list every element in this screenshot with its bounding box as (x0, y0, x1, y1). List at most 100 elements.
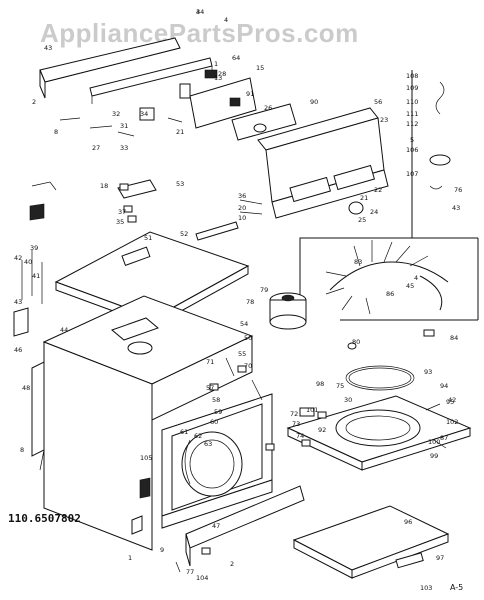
callout-number: 18 (100, 182, 108, 190)
callout-number: 74 (296, 432, 304, 440)
drum-base-assembly (286, 365, 472, 471)
callout-number: 21 (176, 128, 184, 136)
callout-number: 24 (370, 208, 378, 216)
callout-number: 42 (448, 396, 456, 404)
callout-number: 43 (44, 44, 52, 52)
callout-number: 22 (374, 186, 382, 194)
sheet-label: A-5 (450, 583, 464, 592)
callout-number: 20 (238, 204, 246, 212)
callout-number: 36 (238, 192, 246, 200)
callout-number: 1 (214, 60, 218, 68)
callout-number: 5 (410, 136, 414, 144)
callout-number: 61 (180, 428, 188, 436)
callout-number: 99 (430, 452, 438, 460)
callout-number: 109 (406, 84, 418, 92)
callout-number: 102 (446, 418, 458, 426)
callout-number: 43 (452, 204, 460, 212)
front-panel (161, 357, 273, 529)
callout-number: 60 (210, 418, 218, 426)
base-tray (292, 505, 450, 579)
callout-number: 28 (218, 70, 226, 78)
callout-number: 33 (120, 144, 128, 152)
callout-number: 58 (212, 396, 220, 404)
callout-number: 77 (186, 568, 194, 576)
callout-number: 62 (194, 432, 202, 440)
callout-number: 46 (14, 346, 22, 354)
callout-number: 10 (238, 214, 246, 222)
console-panel-assembly (39, 37, 297, 141)
callout-number: 25 (358, 216, 366, 224)
callout-number: 95 (446, 398, 454, 406)
callout-number: 90 (310, 98, 318, 106)
callout-number: 55 (238, 350, 246, 358)
callout-number: 75 (336, 382, 344, 390)
callout-number: 112 (406, 120, 418, 128)
callout-number: 84 (450, 334, 458, 342)
callout-number: 105 (140, 454, 152, 462)
callout-number: 106 (406, 146, 418, 154)
callout-number: 8 (20, 446, 24, 454)
callout-number: 111 (406, 110, 418, 118)
callout-number: 23 (380, 116, 388, 124)
callout-number: 104 (196, 574, 208, 582)
callout-number: 70 (244, 362, 252, 370)
callout-number: 108 (406, 72, 418, 80)
callout-number: 73 (292, 420, 300, 428)
callout-number: 40 (24, 258, 32, 266)
callout-number: 92 (318, 426, 326, 434)
toe-panel (175, 485, 305, 573)
callout-number: 103 (420, 584, 432, 592)
callout-number: 57 (206, 384, 214, 392)
callout-number: 21 (360, 194, 368, 202)
callout-number: 64 (232, 54, 240, 62)
callout-number: 100 (428, 438, 440, 446)
callout-number: 76 (454, 186, 462, 194)
callout-number: 71 (206, 358, 214, 366)
callout-number: 93 (424, 368, 432, 376)
callout-number: 26 (264, 104, 272, 112)
callout-number: 31 (120, 122, 128, 130)
callout-number: 59 (214, 408, 222, 416)
callout-number: 15 (256, 64, 264, 72)
callout-number: 4 (224, 16, 228, 24)
callout-number: 13 (214, 74, 222, 82)
callout-number: 91 (246, 90, 254, 98)
callout-number: 52 (180, 230, 188, 238)
callout-number: 35 (116, 218, 124, 226)
model-number-label: 110.6507802 (8, 512, 81, 525)
callout-number: 51 (144, 234, 152, 242)
callout-number: 83 (354, 258, 362, 266)
callout-number: 43 (14, 298, 22, 306)
callout-number: 39 (30, 244, 38, 252)
callout-number: 44 (196, 8, 204, 16)
callout-number: 42 (14, 254, 22, 262)
callout-number: 94 (440, 382, 448, 390)
callout-number: 107 (406, 170, 418, 178)
callout-number: 41 (32, 272, 40, 280)
callout-number: 110 (406, 98, 418, 106)
callout-number: 86 (386, 290, 394, 298)
callout-number: 44 (60, 326, 68, 334)
callout-number: 47 (212, 522, 220, 530)
callout-number: 32 (112, 110, 120, 118)
callout-number: 56 (374, 98, 382, 106)
callout-number: 97 (436, 554, 444, 562)
callout-number: 87 (440, 434, 448, 442)
callout-number: 2 (32, 98, 36, 106)
callout-number: 53 (176, 180, 184, 188)
callout-number: 48 (22, 384, 30, 392)
callout-number: 4 (414, 274, 418, 282)
callout-number: 2 (230, 560, 234, 568)
callout-number: 63 (204, 440, 212, 448)
callout-number: 27 (92, 144, 100, 152)
callout-number: 80 (352, 338, 360, 346)
callout-number: 3 (196, 8, 200, 16)
rear-console (239, 107, 389, 219)
callout-number: 9 (160, 546, 164, 554)
callout-number: 30 (344, 396, 352, 404)
callout-number: 1 (128, 554, 132, 562)
callout-number: 98 (316, 380, 324, 388)
callout-number: 78 (246, 298, 254, 306)
